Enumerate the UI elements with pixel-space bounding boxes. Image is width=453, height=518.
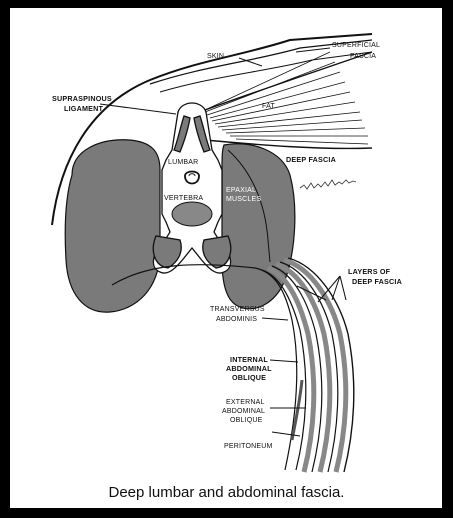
figure-caption: Deep lumbar and abdominal fascia. — [0, 484, 453, 501]
label-supraspinous-2: LIGAMENT — [64, 104, 104, 113]
label-lumbar: LUMBAR — [168, 159, 198, 166]
label-epaxial-2: MUSCLES — [226, 196, 261, 203]
label-superficial-fascia: SUPERFICIAL — [332, 42, 380, 49]
label-superficial-fascia-2: FASCIA — [350, 53, 376, 60]
lumbar-vertebra — [153, 103, 230, 273]
label-layers-of: LAYERS OF — [348, 267, 391, 276]
label-peritoneum: PERITONEUM — [224, 443, 273, 450]
label-internal-2: ABDOMINAL — [226, 364, 272, 373]
label-supraspinous: SUPRASPINOUS — [52, 94, 112, 103]
label-epaxial: EPAXIAL — [226, 187, 256, 194]
deep-fascia-texture — [300, 180, 356, 189]
label-external: EXTERNAL — [226, 399, 265, 406]
label-fat: FAT — [262, 103, 275, 110]
label-deep-fascia: DEEP FASCIA — [286, 155, 336, 164]
label-skin: SKIN — [207, 53, 224, 60]
label-transversus: TRANSVERSUS — [210, 306, 265, 313]
label-internal-3: OBLIQUE — [232, 373, 266, 382]
label-deep-fascia-layers: DEEP FASCIA — [352, 277, 402, 286]
label-transversus-2: ABDOMINIS — [216, 316, 257, 323]
label-vertebra: VERTEBRA — [164, 195, 203, 202]
fat-layer — [200, 52, 372, 148]
label-external-2: ABDOMINAL — [222, 408, 265, 415]
label-internal: INTERNAL — [230, 355, 268, 364]
label-external-3: OBLIQUE — [230, 417, 263, 424]
